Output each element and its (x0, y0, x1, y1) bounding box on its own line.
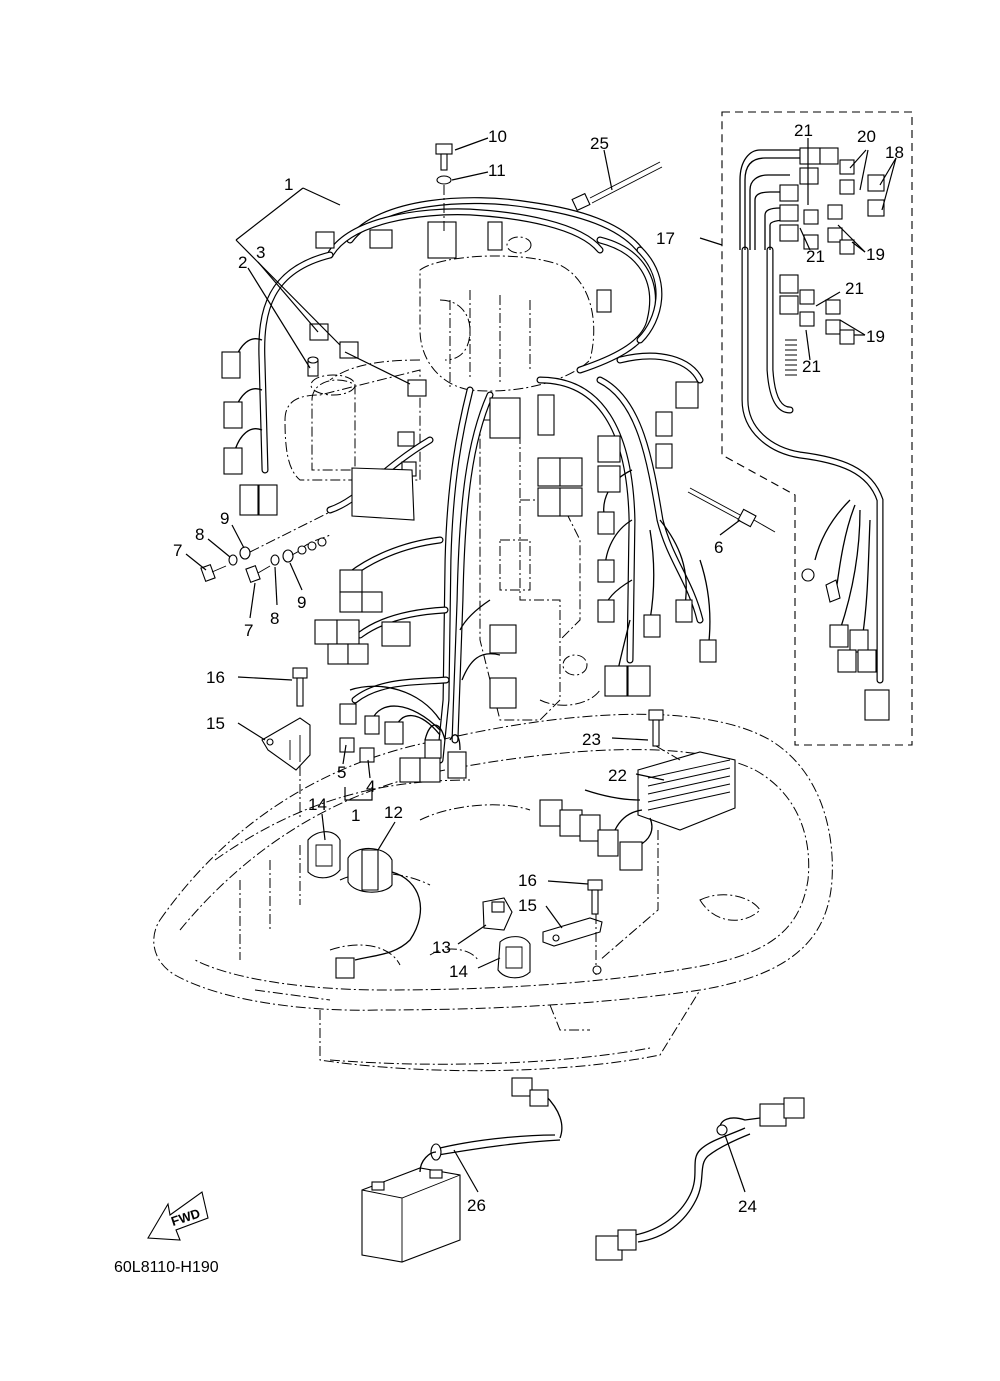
washer-8-left (228, 554, 238, 566)
callout-24: 24 (738, 1197, 757, 1216)
cable-24 (595, 1097, 805, 1261)
callout-14-left: 14 (308, 795, 327, 814)
bolt-16-right (587, 879, 603, 975)
callout-labels: 1 2 3 4 5 1 6 7 7 8 8 9 9 10 11 12 13 14… (173, 121, 904, 1216)
washer-9-right (282, 549, 294, 563)
part-2 (307, 356, 319, 377)
callout-2: 2 (238, 253, 247, 272)
callout-17: 17 (656, 229, 675, 248)
cable-tie-6 (687, 487, 776, 533)
callout-20: 20 (857, 127, 876, 146)
battery-cable-26 (361, 1077, 563, 1263)
engine-block-outline (284, 236, 601, 721)
bracket-15-right (542, 917, 603, 947)
callout-14-right: 14 (449, 962, 468, 981)
callout-1-bottom: 1 (351, 806, 360, 825)
sub-harness-17-box (721, 111, 913, 746)
harness-connectors (221, 221, 717, 783)
switch-13 (482, 897, 513, 931)
callout-18: 18 (885, 143, 904, 162)
callout-5: 5 (337, 763, 346, 782)
callout-6: 6 (714, 538, 723, 557)
callout-23: 23 (582, 730, 601, 749)
callout-15-left: 15 (206, 714, 225, 733)
callout-21-d: 21 (802, 357, 821, 376)
callout-21-a: 21 (794, 121, 813, 140)
cable-tie-25 (571, 161, 663, 212)
callout-7-left: 7 (173, 541, 182, 560)
rectifier-22 (539, 751, 736, 961)
bolt-23 (648, 709, 681, 761)
callout-3: 3 (256, 243, 265, 262)
part-3 (309, 323, 359, 359)
callout-21-b: 21 (806, 247, 825, 266)
bracket-15-left (261, 717, 311, 771)
callout-12: 12 (384, 803, 403, 822)
washer-8-right (270, 554, 280, 566)
grommet-14-right (497, 936, 531, 979)
terminal-rings (297, 537, 327, 555)
callout-16-left: 16 (206, 668, 225, 687)
callout-11: 11 (488, 161, 506, 180)
bolt-10 (435, 143, 453, 232)
callout-13: 13 (432, 938, 451, 957)
callout-26: 26 (467, 1196, 486, 1215)
forward-arrow-icon: FWD (147, 1191, 209, 1241)
callout-19-a: 19 (866, 245, 885, 264)
bolt-7-left (200, 564, 227, 582)
diagram-code: 60L8110-H190 (114, 1259, 219, 1276)
callout-22: 22 (608, 766, 627, 785)
callout-9-right: 9 (297, 593, 306, 612)
callout-10: 10 (488, 127, 507, 146)
grommet-14-left (307, 831, 341, 879)
callout-21-c: 21 (845, 279, 864, 298)
callout-9-left: 9 (220, 509, 229, 528)
callout-8-left: 8 (195, 525, 204, 544)
grommet-12 (335, 847, 422, 979)
callout-15-right: 15 (518, 896, 537, 915)
washer-11 (436, 175, 452, 185)
washer-9-left (239, 546, 251, 560)
callout-19-b: 19 (866, 327, 885, 346)
callout-1-top: 1 (284, 175, 293, 194)
leader-lines (185, 137, 897, 1193)
callout-8-right: 8 (270, 609, 279, 628)
callout-25: 25 (590, 134, 609, 153)
bolt-7-right (245, 565, 271, 583)
callout-7-right: 7 (244, 621, 253, 640)
callout-4: 4 (366, 777, 375, 796)
callout-16-right: 16 (518, 871, 537, 890)
